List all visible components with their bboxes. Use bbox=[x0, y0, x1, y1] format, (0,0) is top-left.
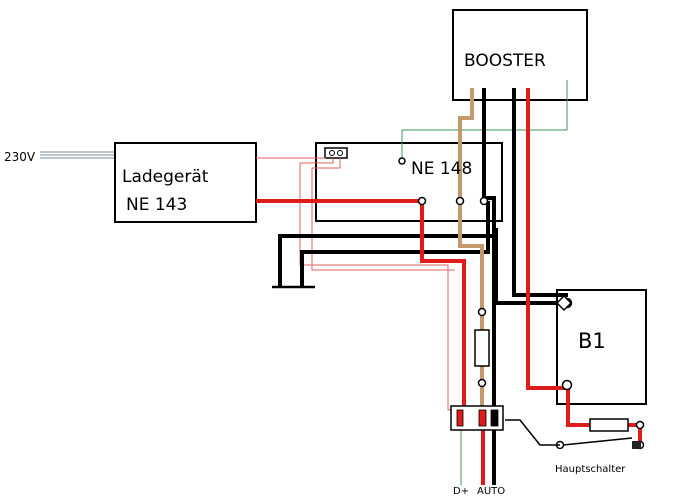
battery-terminal-diamond bbox=[555, 294, 573, 312]
panel-connector-pin-2 bbox=[337, 150, 343, 156]
booster-box bbox=[452, 9, 588, 101]
fuse-terminal-bottom bbox=[477, 378, 487, 388]
control-panel-box bbox=[315, 142, 503, 222]
battery-terminal-pos bbox=[561, 379, 573, 391]
fuse-terminal-top bbox=[477, 307, 487, 317]
panel-terminal-brown bbox=[455, 196, 465, 206]
inline-fuse bbox=[474, 329, 490, 367]
panel-connector bbox=[324, 147, 348, 159]
thin-red-wire bbox=[256, 157, 457, 411]
switch-dark-block bbox=[632, 441, 641, 449]
plug-pin-d-plus bbox=[456, 409, 464, 427]
mains-cable bbox=[40, 151, 115, 159]
panel-model-label: NE 148 bbox=[411, 159, 472, 179]
booster-label: BOOSTER bbox=[464, 51, 546, 71]
charger-box bbox=[114, 142, 257, 223]
panel-terminal-red bbox=[417, 196, 427, 206]
black-wires bbox=[278, 88, 568, 485]
main-switch-label: Hauptschalter bbox=[555, 464, 626, 475]
battery-box bbox=[556, 289, 647, 405]
main-switch bbox=[505, 419, 633, 446]
charger-name-label: Ladegerät bbox=[122, 167, 209, 187]
battery-label: B1 bbox=[578, 329, 606, 353]
battery-fuse bbox=[589, 418, 629, 432]
charger-model-label: NE 143 bbox=[126, 195, 187, 215]
plug-pin-black bbox=[490, 409, 499, 427]
plug-pin-red bbox=[478, 409, 487, 427]
panel-connector-pin-1 bbox=[329, 150, 335, 156]
d-plus-label: D+ bbox=[453, 486, 469, 497]
green-wire-terminal bbox=[398, 157, 406, 165]
mains-label: 230V bbox=[4, 150, 36, 164]
brown-wire bbox=[458, 88, 484, 410]
panel-terminal-black bbox=[479, 196, 489, 206]
switch-terminal-2 bbox=[635, 420, 645, 430]
auto-label: AUTO bbox=[477, 486, 505, 497]
